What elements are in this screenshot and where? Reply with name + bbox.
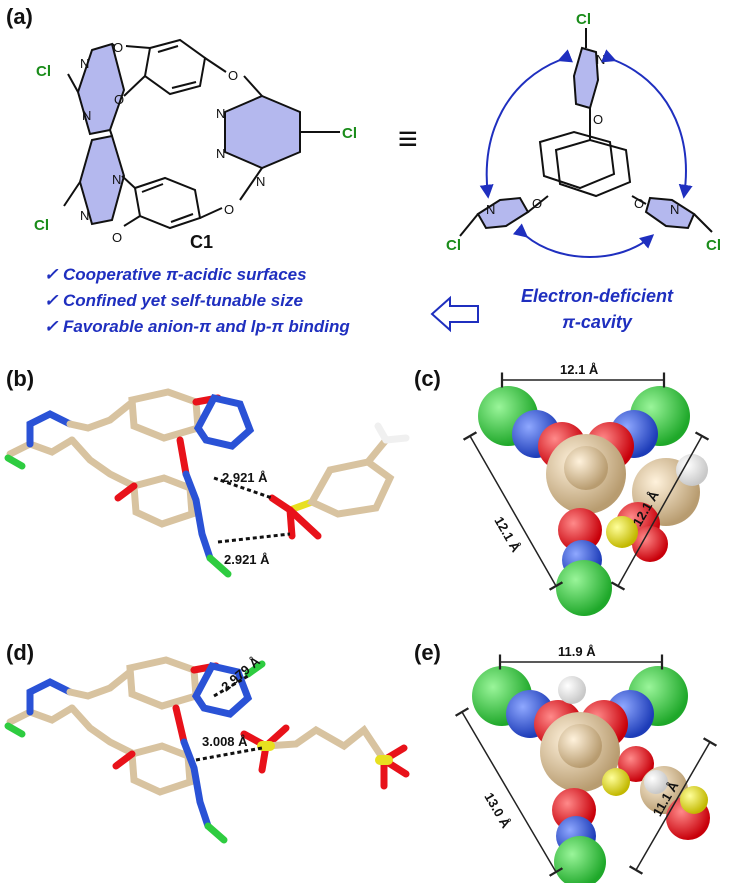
stick-model-b <box>4 388 410 578</box>
cavity-line-1: Electron-deficient <box>520 286 674 306</box>
atom-n: N <box>216 106 225 121</box>
atom-n: N <box>596 52 605 67</box>
panel-label-a: (a) <box>6 4 33 29</box>
atom-o: O <box>532 196 542 211</box>
atom-o: O <box>112 230 122 245</box>
atom-cl: Cl <box>36 63 51 80</box>
dimension-label-e-left: 13.0 Å <box>481 790 513 831</box>
benzene-ring-center <box>554 138 632 198</box>
rotation-arrows <box>479 49 693 258</box>
atom-cl: Cl <box>706 237 721 254</box>
distance-label-d2: 3.008 Å <box>202 734 248 749</box>
panel-label-d: (d) <box>6 640 35 665</box>
equivalence-symbol: ≡ <box>398 120 418 158</box>
atom-n: N <box>486 202 495 217</box>
dimension-label-c-top: 12.1 Å <box>560 362 599 377</box>
triazine-right-3d <box>644 196 696 230</box>
atom-o: O <box>228 68 238 83</box>
atom-cl: Cl <box>576 11 591 28</box>
space-filling-e <box>472 666 710 883</box>
distance-label-b2: 2.921 Å <box>224 552 270 567</box>
feature-item: ✓ Favorable anion-π and lp-π binding <box>44 317 350 336</box>
feature-list: ✓ Cooperative π-acidic surfaces ✓ Confin… <box>44 262 350 340</box>
benzene-ring-lower <box>133 176 202 230</box>
space-filling-c <box>478 386 708 616</box>
atom-o: O <box>113 40 123 55</box>
atom-n: N <box>216 146 225 161</box>
cavity-description: Electron-deficient π-cavity <box>482 283 712 335</box>
stick-model-d <box>4 656 410 844</box>
distance-label-b1: 2.921 Å <box>222 470 268 485</box>
atom-n: N <box>112 172 121 187</box>
dimension-label-e-top: 11.9 Å <box>558 644 596 659</box>
atom-n: N <box>670 202 679 217</box>
panel-label-c: (c) <box>414 366 441 391</box>
molecule-name: C1 <box>190 232 214 252</box>
triazine-top <box>572 46 600 110</box>
feature-item: ✓ Confined yet self-tunable size <box>44 291 303 310</box>
feature-item: ✓ Cooperative π-acidic surfaces <box>44 265 307 284</box>
atom-o: O <box>593 112 603 127</box>
contact-lines-b <box>213 476 291 544</box>
atom-o: O <box>224 202 234 217</box>
hollow-arrow <box>430 295 479 333</box>
c1-structure-2d <box>63 38 340 230</box>
triazine-right <box>224 94 301 170</box>
dimension-lines-c <box>462 372 710 591</box>
atom-o: O <box>634 196 644 211</box>
atom-cl: Cl <box>446 237 461 254</box>
atom-n: N <box>82 108 91 123</box>
atom-cl: Cl <box>34 217 49 234</box>
atom-n: N <box>256 174 265 189</box>
dimension-lines-e <box>454 654 718 877</box>
panel-label-b: (b) <box>6 366 35 391</box>
atom-n: N <box>80 208 89 223</box>
atom-cl: Cl <box>342 125 357 142</box>
cavity-line-2: π-cavity <box>562 312 632 332</box>
atom-n: N <box>80 56 89 71</box>
atom-o: O <box>114 92 124 107</box>
panel-label-e: (e) <box>414 640 441 665</box>
benzene-ring-upper <box>143 38 207 96</box>
